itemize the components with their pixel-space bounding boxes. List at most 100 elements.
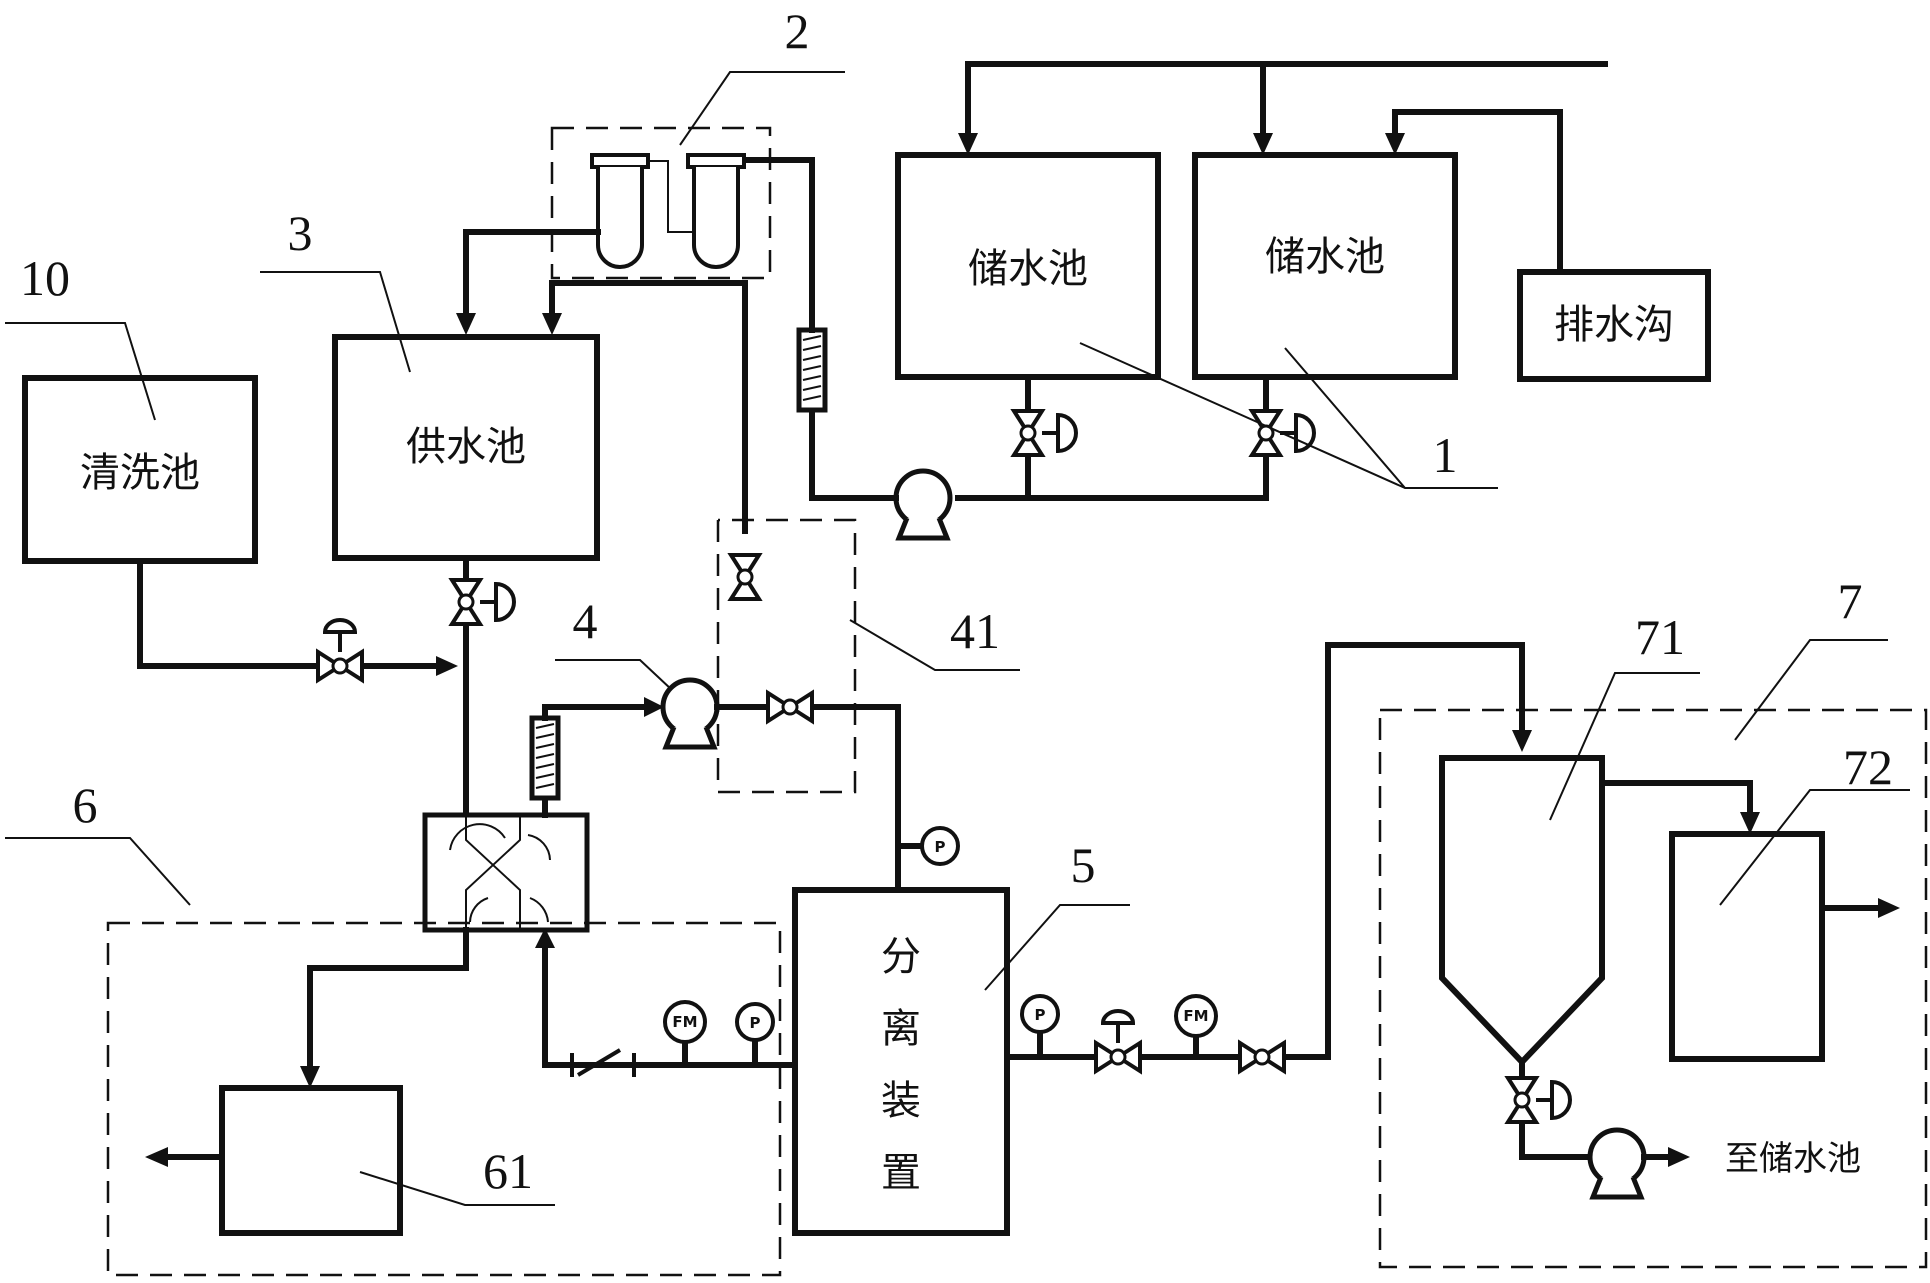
arrow-into-storage-2 bbox=[1253, 133, 1273, 155]
settler-overflow-pipe bbox=[1599, 780, 1753, 821]
permeate-outlet-valve[interactable] bbox=[1238, 1041, 1286, 1073]
group-6 bbox=[106, 921, 782, 1277]
separator-char-4: 置 bbox=[881, 1150, 921, 1196]
separator-char-1: 分 bbox=[881, 934, 921, 980]
flowmeter-right-label: FM bbox=[1183, 1007, 1208, 1025]
callout-41: 41 bbox=[849, 603, 1020, 671]
check-valve[interactable] bbox=[570, 1048, 636, 1077]
storage-tank-2-label: 储水池 bbox=[1265, 234, 1385, 280]
callout-41-label: 41 bbox=[950, 603, 1000, 659]
storage-tank-1: 储水池 bbox=[895, 152, 1161, 380]
arrow-into-tank-72 bbox=[1740, 812, 1760, 834]
cleaning-line-control-valve[interactable] bbox=[316, 618, 364, 682]
four-way-switch-valve[interactable] bbox=[422, 812, 590, 933]
cleaning-pool-pipe bbox=[137, 558, 443, 669]
callout-6: 6 bbox=[5, 777, 191, 906]
arrow-tank61-out bbox=[145, 1147, 168, 1167]
callout-1: 1 bbox=[1079, 342, 1498, 489]
callout-5-label: 5 bbox=[1071, 837, 1096, 893]
callout-3-label: 3 bbox=[288, 205, 313, 261]
pump-to-filter-pipe bbox=[809, 407, 899, 501]
sludge-return-pump[interactable] bbox=[1590, 1130, 1644, 1197]
return-line-valve[interactable] bbox=[729, 553, 761, 601]
return-to-supply-pipe bbox=[549, 280, 748, 534]
supply-outlet-valve[interactable] bbox=[450, 578, 516, 626]
arrow-into-storage-1 bbox=[958, 133, 978, 155]
settling-tank-71 bbox=[1439, 755, 1605, 1067]
callout-71-label: 71 bbox=[1635, 609, 1685, 665]
collection-tank-61 bbox=[219, 1085, 403, 1236]
pump4-to-separator-pipe bbox=[714, 704, 901, 893]
pressure-gauge-left: P bbox=[735, 1002, 775, 1042]
switch-arc-bottom-right bbox=[529, 897, 549, 923]
callout-2: 2 bbox=[679, 3, 845, 146]
callout-71: 71 bbox=[1549, 609, 1700, 821]
flowmeter-left-label: FM bbox=[672, 1013, 697, 1031]
cartridge-to-supply-pipe bbox=[463, 229, 601, 323]
pressure-gauge-right: P bbox=[1020, 994, 1060, 1034]
inline-filter-upper bbox=[799, 330, 825, 410]
callout-5: 5 bbox=[984, 837, 1130, 991]
drain-ditch: 排水沟 bbox=[1517, 269, 1711, 382]
group-7 bbox=[1378, 708, 1928, 1269]
switch-crossing-b bbox=[465, 815, 521, 930]
to-storage-text: 至储水池 bbox=[1725, 1139, 1861, 1179]
pump4-outlet-valve[interactable] bbox=[766, 691, 814, 723]
arrow-into-supply-right bbox=[542, 313, 562, 335]
callout-3: 3 bbox=[260, 205, 411, 373]
callout-61: 61 bbox=[359, 1143, 555, 1206]
separator-char-3: 装 bbox=[881, 1078, 921, 1124]
permeate-control-valve[interactable] bbox=[1094, 1009, 1142, 1073]
cartridge-filter-b bbox=[686, 153, 746, 269]
switch-arc-bottom-left bbox=[469, 897, 489, 923]
arrow-tank72-out bbox=[1878, 898, 1900, 918]
concentrate-return-pipe bbox=[542, 945, 798, 1068]
cartridge-filter-group-2 bbox=[550, 126, 772, 280]
arrow-into-settler bbox=[1512, 730, 1532, 752]
clear-water-tank-72 bbox=[1669, 831, 1825, 1062]
supply-pool-label: 供水池 bbox=[406, 424, 526, 470]
arrow-drain-into-storage-2 bbox=[1385, 133, 1405, 155]
switch-arc-top-left bbox=[449, 823, 506, 851]
arrow-into-pump-4 bbox=[644, 697, 664, 717]
storage-1-outlet-valve[interactable] bbox=[1012, 409, 1078, 457]
switch-to-tank61-pipe bbox=[307, 927, 469, 1073]
flowmeter-left: FM bbox=[663, 1000, 707, 1044]
callout-6-label: 6 bbox=[73, 777, 98, 833]
pressure-gauge-right-label: P bbox=[1035, 1006, 1046, 1024]
callout-10-label: 10 bbox=[20, 250, 70, 306]
arrow-to-storage bbox=[1668, 1147, 1690, 1167]
flowmeter-right: FM bbox=[1174, 994, 1218, 1038]
arrow-into-supply-left bbox=[456, 313, 476, 335]
inline-filter-lower bbox=[532, 718, 558, 798]
callout-72: 72 bbox=[1719, 739, 1910, 906]
switch-arc-top-right bbox=[527, 834, 551, 861]
pressure-gauge-1-label: P bbox=[935, 838, 946, 856]
pressure-gauge-left-label: P bbox=[750, 1014, 761, 1032]
arrow-cleaning-to-main bbox=[436, 656, 458, 676]
callout-72-label: 72 bbox=[1843, 739, 1893, 795]
settler-bottom-valve[interactable] bbox=[1506, 1076, 1572, 1124]
storage-transfer-pump[interactable] bbox=[896, 471, 950, 538]
storage-tank-1-label: 储水池 bbox=[968, 246, 1088, 292]
callout-7: 7 bbox=[1734, 573, 1888, 741]
cartridge-link bbox=[648, 160, 694, 233]
separator-char-2: 离 bbox=[881, 1006, 921, 1052]
callout-1-label: 1 bbox=[1433, 427, 1458, 483]
callout-4-label: 4 bbox=[573, 593, 598, 649]
filter-to-pump4-pipe bbox=[542, 704, 653, 721]
permeate-outlet-pipe bbox=[1004, 642, 1525, 1060]
arrow-into-tank-61 bbox=[300, 1066, 320, 1088]
arrow-into-switch bbox=[535, 928, 555, 948]
storage-tank-2: 储水池 bbox=[1192, 152, 1458, 380]
callout-10: 10 bbox=[5, 250, 156, 421]
pressure-gauge-1: P bbox=[920, 826, 960, 866]
supply-pool: 供水池 bbox=[332, 334, 600, 561]
cleaning-pool: 清洗池 bbox=[22, 375, 258, 564]
callout-4: 4 bbox=[555, 593, 673, 691]
drain-return-pipe bbox=[1392, 109, 1563, 275]
bypass-group-41 bbox=[716, 518, 857, 794]
callout-2-label: 2 bbox=[785, 3, 810, 59]
callout-61-label: 61 bbox=[483, 1143, 533, 1199]
callout-7-label: 7 bbox=[1838, 573, 1863, 629]
